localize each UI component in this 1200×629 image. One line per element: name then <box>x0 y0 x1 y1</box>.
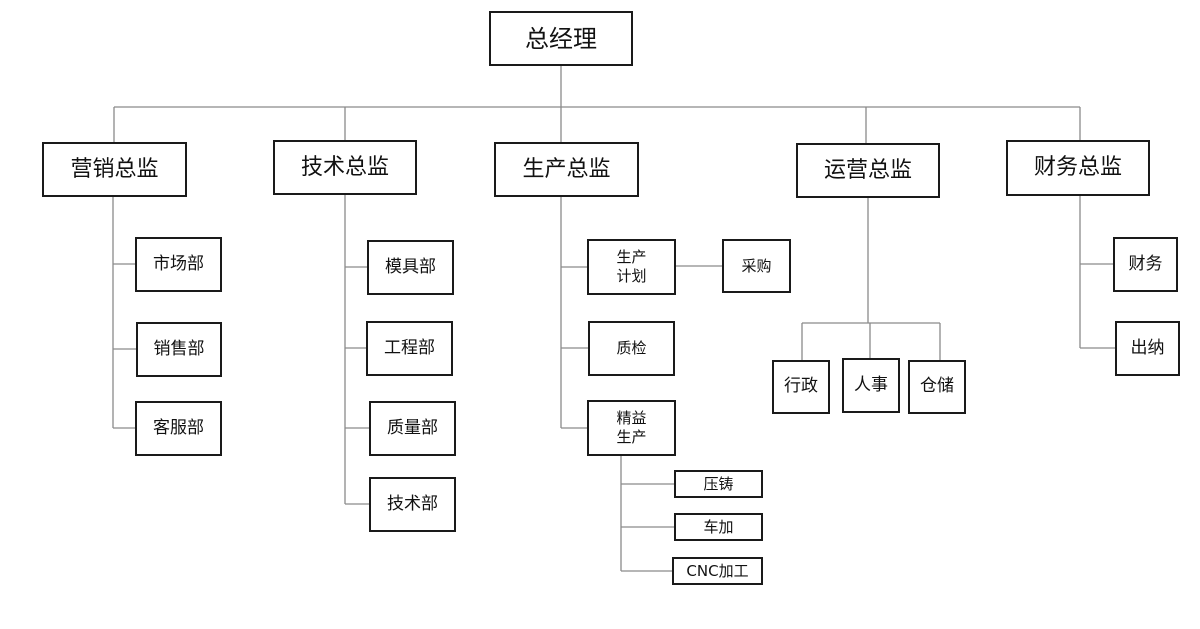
quality-check-box: 质检 <box>588 321 675 376</box>
cashier-box: 出纳 <box>1115 321 1180 376</box>
hr-box: 人事 <box>842 358 900 413</box>
marketing-director-box: 营销总监 <box>42 142 187 197</box>
lean-production-box: 精益 生产 <box>587 400 676 456</box>
engineering-dept-box: 工程部 <box>366 321 453 376</box>
cnc-box: CNC加工 <box>672 557 763 585</box>
finance-director-box: 财务总监 <box>1006 140 1150 196</box>
production-director-box: 生产总监 <box>494 142 639 197</box>
sales-dept-box: 销售部 <box>136 322 222 377</box>
technology-director-box: 技术总监 <box>273 140 417 195</box>
accounting-box: 财务 <box>1113 237 1178 292</box>
service-dept-box: 客服部 <box>135 401 222 456</box>
operations-director-box: 运营总监 <box>796 143 940 198</box>
production-plan-box: 生产 计划 <box>587 239 676 295</box>
ceo-box: 总经理 <box>489 11 633 66</box>
tech-dept-box: 技术部 <box>369 477 456 532</box>
mold-dept-box: 模具部 <box>367 240 454 295</box>
admin-box: 行政 <box>772 360 830 414</box>
quality-dept-box: 质量部 <box>369 401 456 456</box>
purchasing-box: 采购 <box>722 239 791 293</box>
market-dept-box: 市场部 <box>135 237 222 292</box>
die-casting-box: 压铸 <box>674 470 763 498</box>
machining-box: 车加 <box>674 513 763 541</box>
warehouse-box: 仓储 <box>908 360 966 414</box>
